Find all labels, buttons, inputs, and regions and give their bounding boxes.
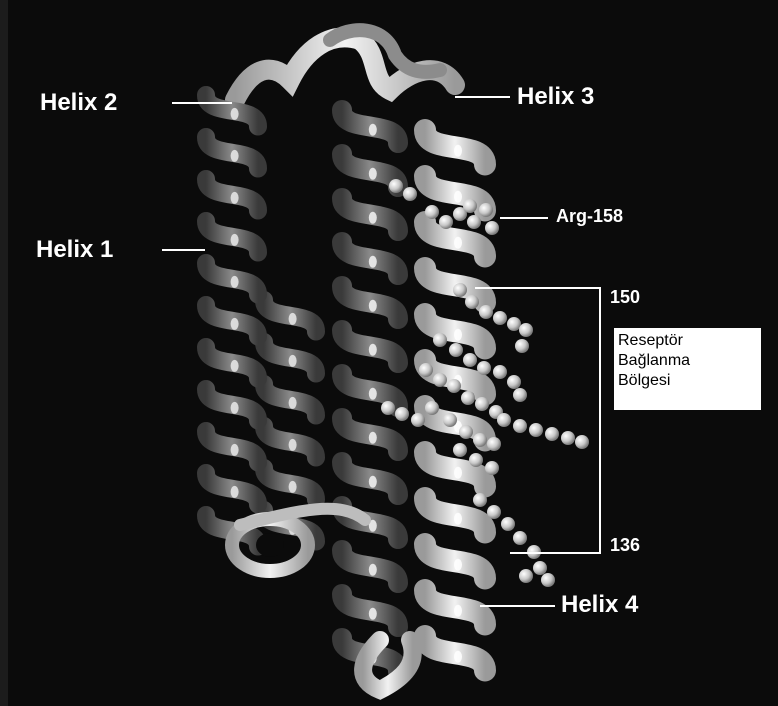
atom-sphere <box>541 573 555 587</box>
helix-highlight <box>369 564 377 576</box>
helix-highlight <box>231 486 239 498</box>
helix-highlight <box>454 651 462 663</box>
atom-sphere <box>545 427 559 441</box>
atom-sphere <box>459 425 473 439</box>
helix-highlight <box>231 402 239 414</box>
helix-highlight <box>369 344 377 356</box>
atom-sphere <box>389 179 403 193</box>
helix-highlight <box>289 481 297 493</box>
atom-sphere <box>475 397 489 411</box>
region-line-3: Bölgesi <box>618 371 757 391</box>
atom-sphere <box>513 419 527 433</box>
helix-highlight <box>454 329 462 341</box>
helix-highlight <box>289 439 297 451</box>
helix-highlight <box>369 124 377 136</box>
region-line-2: Bağlanma <box>618 351 757 371</box>
helix-highlight <box>369 300 377 312</box>
helix-highlight <box>369 388 377 400</box>
atom-sphere <box>529 423 543 437</box>
helix-2-label: Helix 2 <box>40 91 117 115</box>
atom-sphere <box>443 413 457 427</box>
atom-sphere <box>519 569 533 583</box>
atom-sphere <box>403 187 417 201</box>
atom-sphere <box>465 295 479 309</box>
atom-sphere <box>433 333 447 347</box>
helix-highlight <box>231 150 239 162</box>
helix-highlight <box>454 559 462 571</box>
helix-highlight <box>231 318 239 330</box>
atom-sphere <box>433 373 447 387</box>
helix-highlight <box>369 608 377 620</box>
atom-sphere <box>419 363 433 377</box>
residue-136-label: 136 <box>610 536 640 554</box>
atom-sphere <box>485 461 499 475</box>
helix-highlight <box>369 476 377 488</box>
atom-sphere <box>507 317 521 331</box>
atom-sphere <box>497 413 511 427</box>
helix-highlight <box>369 212 377 224</box>
receptor-binding-region-box: Reseptör Bağlanma Bölgesi <box>614 328 761 410</box>
atom-sphere <box>447 379 461 393</box>
atom-sphere <box>453 283 467 297</box>
helix-highlight <box>454 467 462 479</box>
frame-edge <box>0 0 8 706</box>
helix-highlight <box>454 145 462 157</box>
atom-sphere <box>561 431 575 445</box>
helix-highlight <box>454 237 462 249</box>
helix-1-label: Helix 1 <box>36 238 113 262</box>
helix-highlight <box>369 256 377 268</box>
bottom-loop-hole <box>256 533 284 557</box>
region-line-1: Reseptör <box>618 331 757 351</box>
atom-sphere <box>519 323 533 337</box>
atom-sphere <box>493 311 507 325</box>
atom-sphere <box>473 493 487 507</box>
atom-sphere <box>493 365 507 379</box>
helix-highlight <box>454 605 462 617</box>
atom-sphere <box>487 437 501 451</box>
atom-sphere <box>507 375 521 389</box>
atom-sphere <box>487 505 501 519</box>
atom-sphere <box>485 221 499 235</box>
helix-highlight <box>454 513 462 525</box>
atom-sphere <box>461 391 475 405</box>
helix-highlight <box>289 313 297 325</box>
atom-sphere <box>501 517 515 531</box>
atom-sphere <box>469 453 483 467</box>
atom-sphere <box>479 305 493 319</box>
helix-3-label: Helix 3 <box>517 85 594 109</box>
atom-sphere <box>439 215 453 229</box>
atom-sphere <box>463 199 477 213</box>
atom-sphere <box>575 435 589 449</box>
atom-sphere <box>533 561 547 575</box>
atom-sphere <box>453 443 467 457</box>
atom-sphere <box>449 343 463 357</box>
atom-sphere <box>513 531 527 545</box>
helix-highlight <box>369 168 377 180</box>
atom-sphere <box>467 215 481 229</box>
arg-158-label: Arg-158 <box>556 207 623 225</box>
helix-4-label: Helix 4 <box>561 593 638 617</box>
atom-sphere <box>381 401 395 415</box>
helix-highlight <box>231 360 239 372</box>
helix-highlight <box>231 108 239 120</box>
atom-sphere <box>513 388 527 402</box>
atom-sphere <box>479 203 493 217</box>
atom-sphere <box>463 353 477 367</box>
helix-highlight <box>289 355 297 367</box>
residue-150-label: 150 <box>610 288 640 306</box>
helix-highlight <box>289 397 297 409</box>
atom-sphere <box>395 407 409 421</box>
helix-highlight <box>231 234 239 246</box>
helix-highlight <box>454 191 462 203</box>
helix-highlight <box>231 276 239 288</box>
atom-sphere <box>425 205 439 219</box>
helix-highlight <box>231 444 239 456</box>
atom-sphere <box>473 433 487 447</box>
atom-sphere <box>425 401 439 415</box>
atom-sphere <box>477 361 491 375</box>
atom-sphere <box>515 339 529 353</box>
helix-highlight <box>369 432 377 444</box>
atom-sphere <box>411 413 425 427</box>
helix-highlight <box>231 192 239 204</box>
